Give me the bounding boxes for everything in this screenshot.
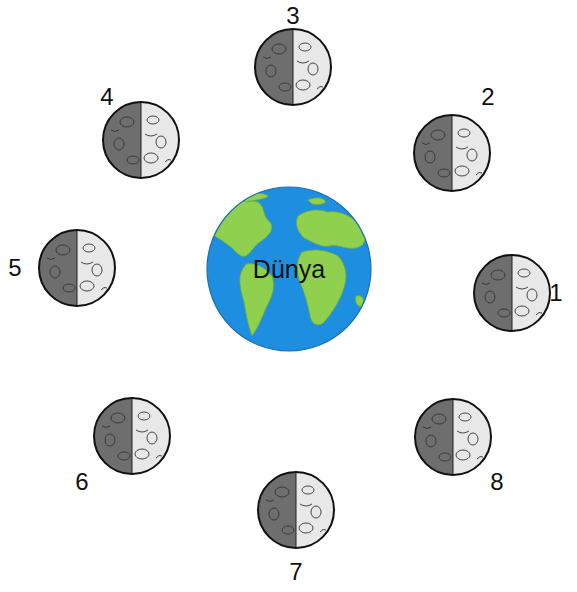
callout-number: 2 xyxy=(481,85,494,109)
callout-number: 6 xyxy=(75,470,88,494)
callout-number: 1 xyxy=(549,281,562,305)
callout-number: 3 xyxy=(286,4,299,28)
callout-number: 7 xyxy=(289,560,302,584)
earth-label: Dünya xyxy=(206,186,372,352)
callout-number: 5 xyxy=(8,256,21,280)
earth-node: Dünya xyxy=(206,186,372,352)
callout-number: 8 xyxy=(490,470,503,494)
callout-number: 4 xyxy=(100,85,113,109)
